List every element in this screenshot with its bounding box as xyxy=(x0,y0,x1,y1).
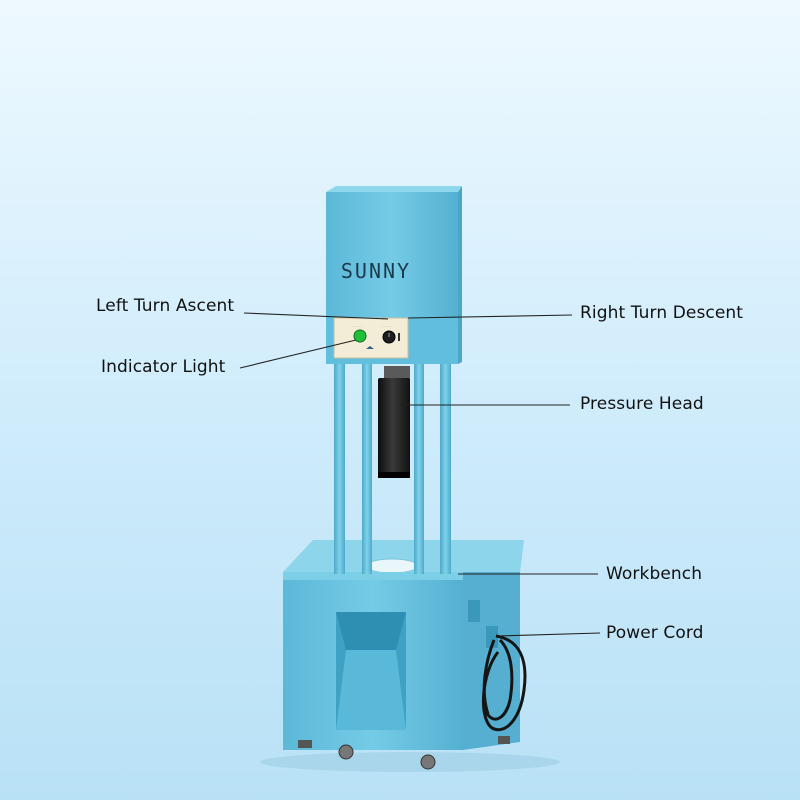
label-workbench: Workbench xyxy=(606,564,703,584)
leader-right-turn-descent xyxy=(407,314,573,319)
pressure-head xyxy=(378,366,410,478)
guide-columns xyxy=(334,362,451,574)
label-power-cord: Power Cord xyxy=(606,623,704,643)
leader-power-cord xyxy=(497,632,601,637)
workbench xyxy=(283,540,524,750)
brand-logo-icon xyxy=(366,346,374,349)
label-left-turn-ascent: Left Turn Ascent xyxy=(96,296,235,316)
power-cord xyxy=(481,634,527,732)
svg-text:· · · ·: · · · · xyxy=(353,324,362,329)
label-right-turn-descent: Right Turn Descent xyxy=(580,303,744,323)
leader-indicator-light xyxy=(239,339,357,369)
floor-shadow xyxy=(260,752,560,772)
indicator-light xyxy=(353,329,367,343)
brand-text: SUNNY xyxy=(341,259,411,283)
top-housing xyxy=(326,186,462,364)
label-pressure-head: Pressure Head xyxy=(580,394,704,414)
leader-lines xyxy=(239,312,601,637)
label-indicator-light: Indicator Light xyxy=(101,357,226,377)
svg-text:· · · ·: · · · · xyxy=(382,324,391,329)
caster-wheels xyxy=(298,736,510,770)
control-panel: · · · · · · · · xyxy=(333,317,409,359)
leader-left-turn-ascent xyxy=(243,312,389,320)
